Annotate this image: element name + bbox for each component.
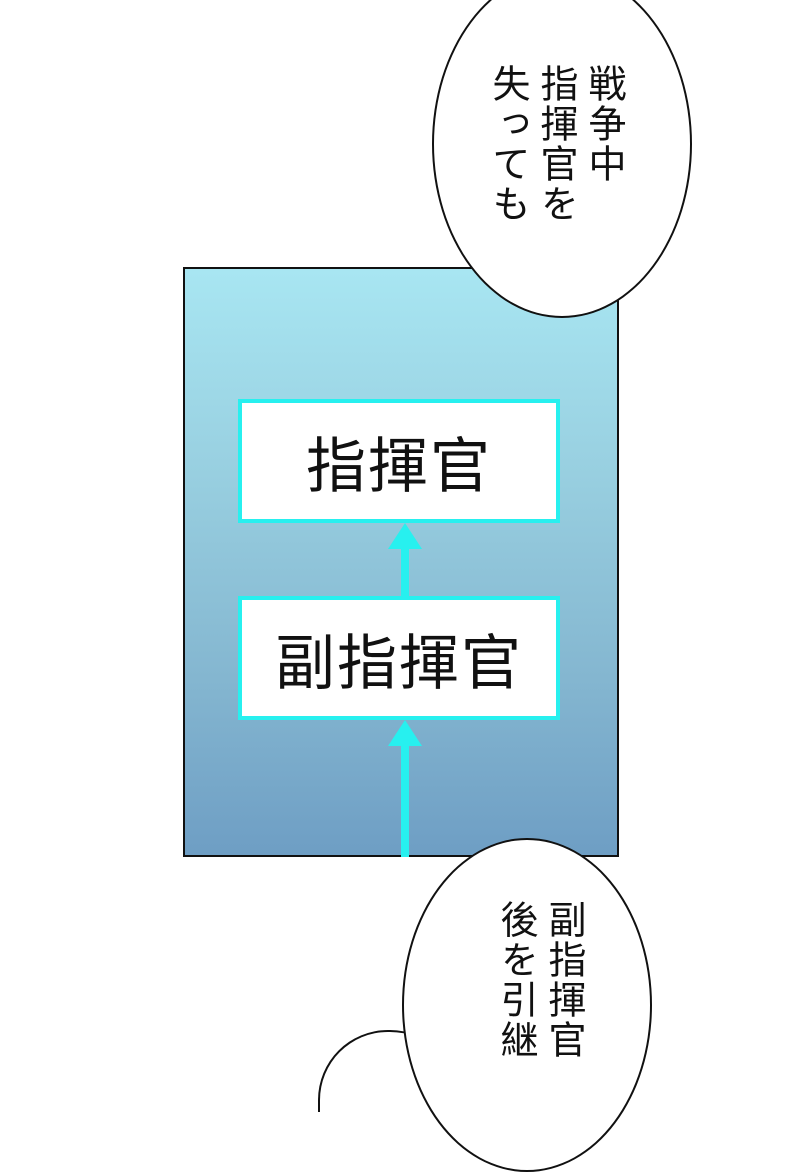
commander-box: 指揮官	[238, 399, 560, 523]
vice-commander-label: 副指揮官	[275, 628, 523, 699]
speech-bubble-bottom-text: 副指揮官後を引継	[492, 900, 588, 1060]
speech-line: 失っても	[486, 64, 530, 224]
arrow-shaft	[401, 547, 409, 598]
speech-bubble-top-text: 戦争中指揮官を失っても	[484, 64, 628, 224]
arrow-up-icon	[388, 523, 422, 549]
hierarchy-panel: 指揮官 副指揮官	[183, 267, 619, 857]
speech-bubble-bottom: 副指揮官後を引継	[402, 838, 652, 1172]
speech-bubble-top: 戦争中指揮官を失っても	[432, 0, 692, 318]
speech-line: 後を引継	[494, 900, 538, 1060]
arrow-up-icon	[388, 720, 422, 746]
speech-line: 戦争中	[582, 64, 626, 184]
vice-commander-box: 副指揮官	[238, 596, 560, 720]
arrow-shaft	[401, 744, 409, 857]
speech-line: 副指揮官	[542, 900, 586, 1060]
commander-label: 指揮官	[306, 431, 492, 502]
speech-line: 指揮官を	[534, 64, 578, 224]
